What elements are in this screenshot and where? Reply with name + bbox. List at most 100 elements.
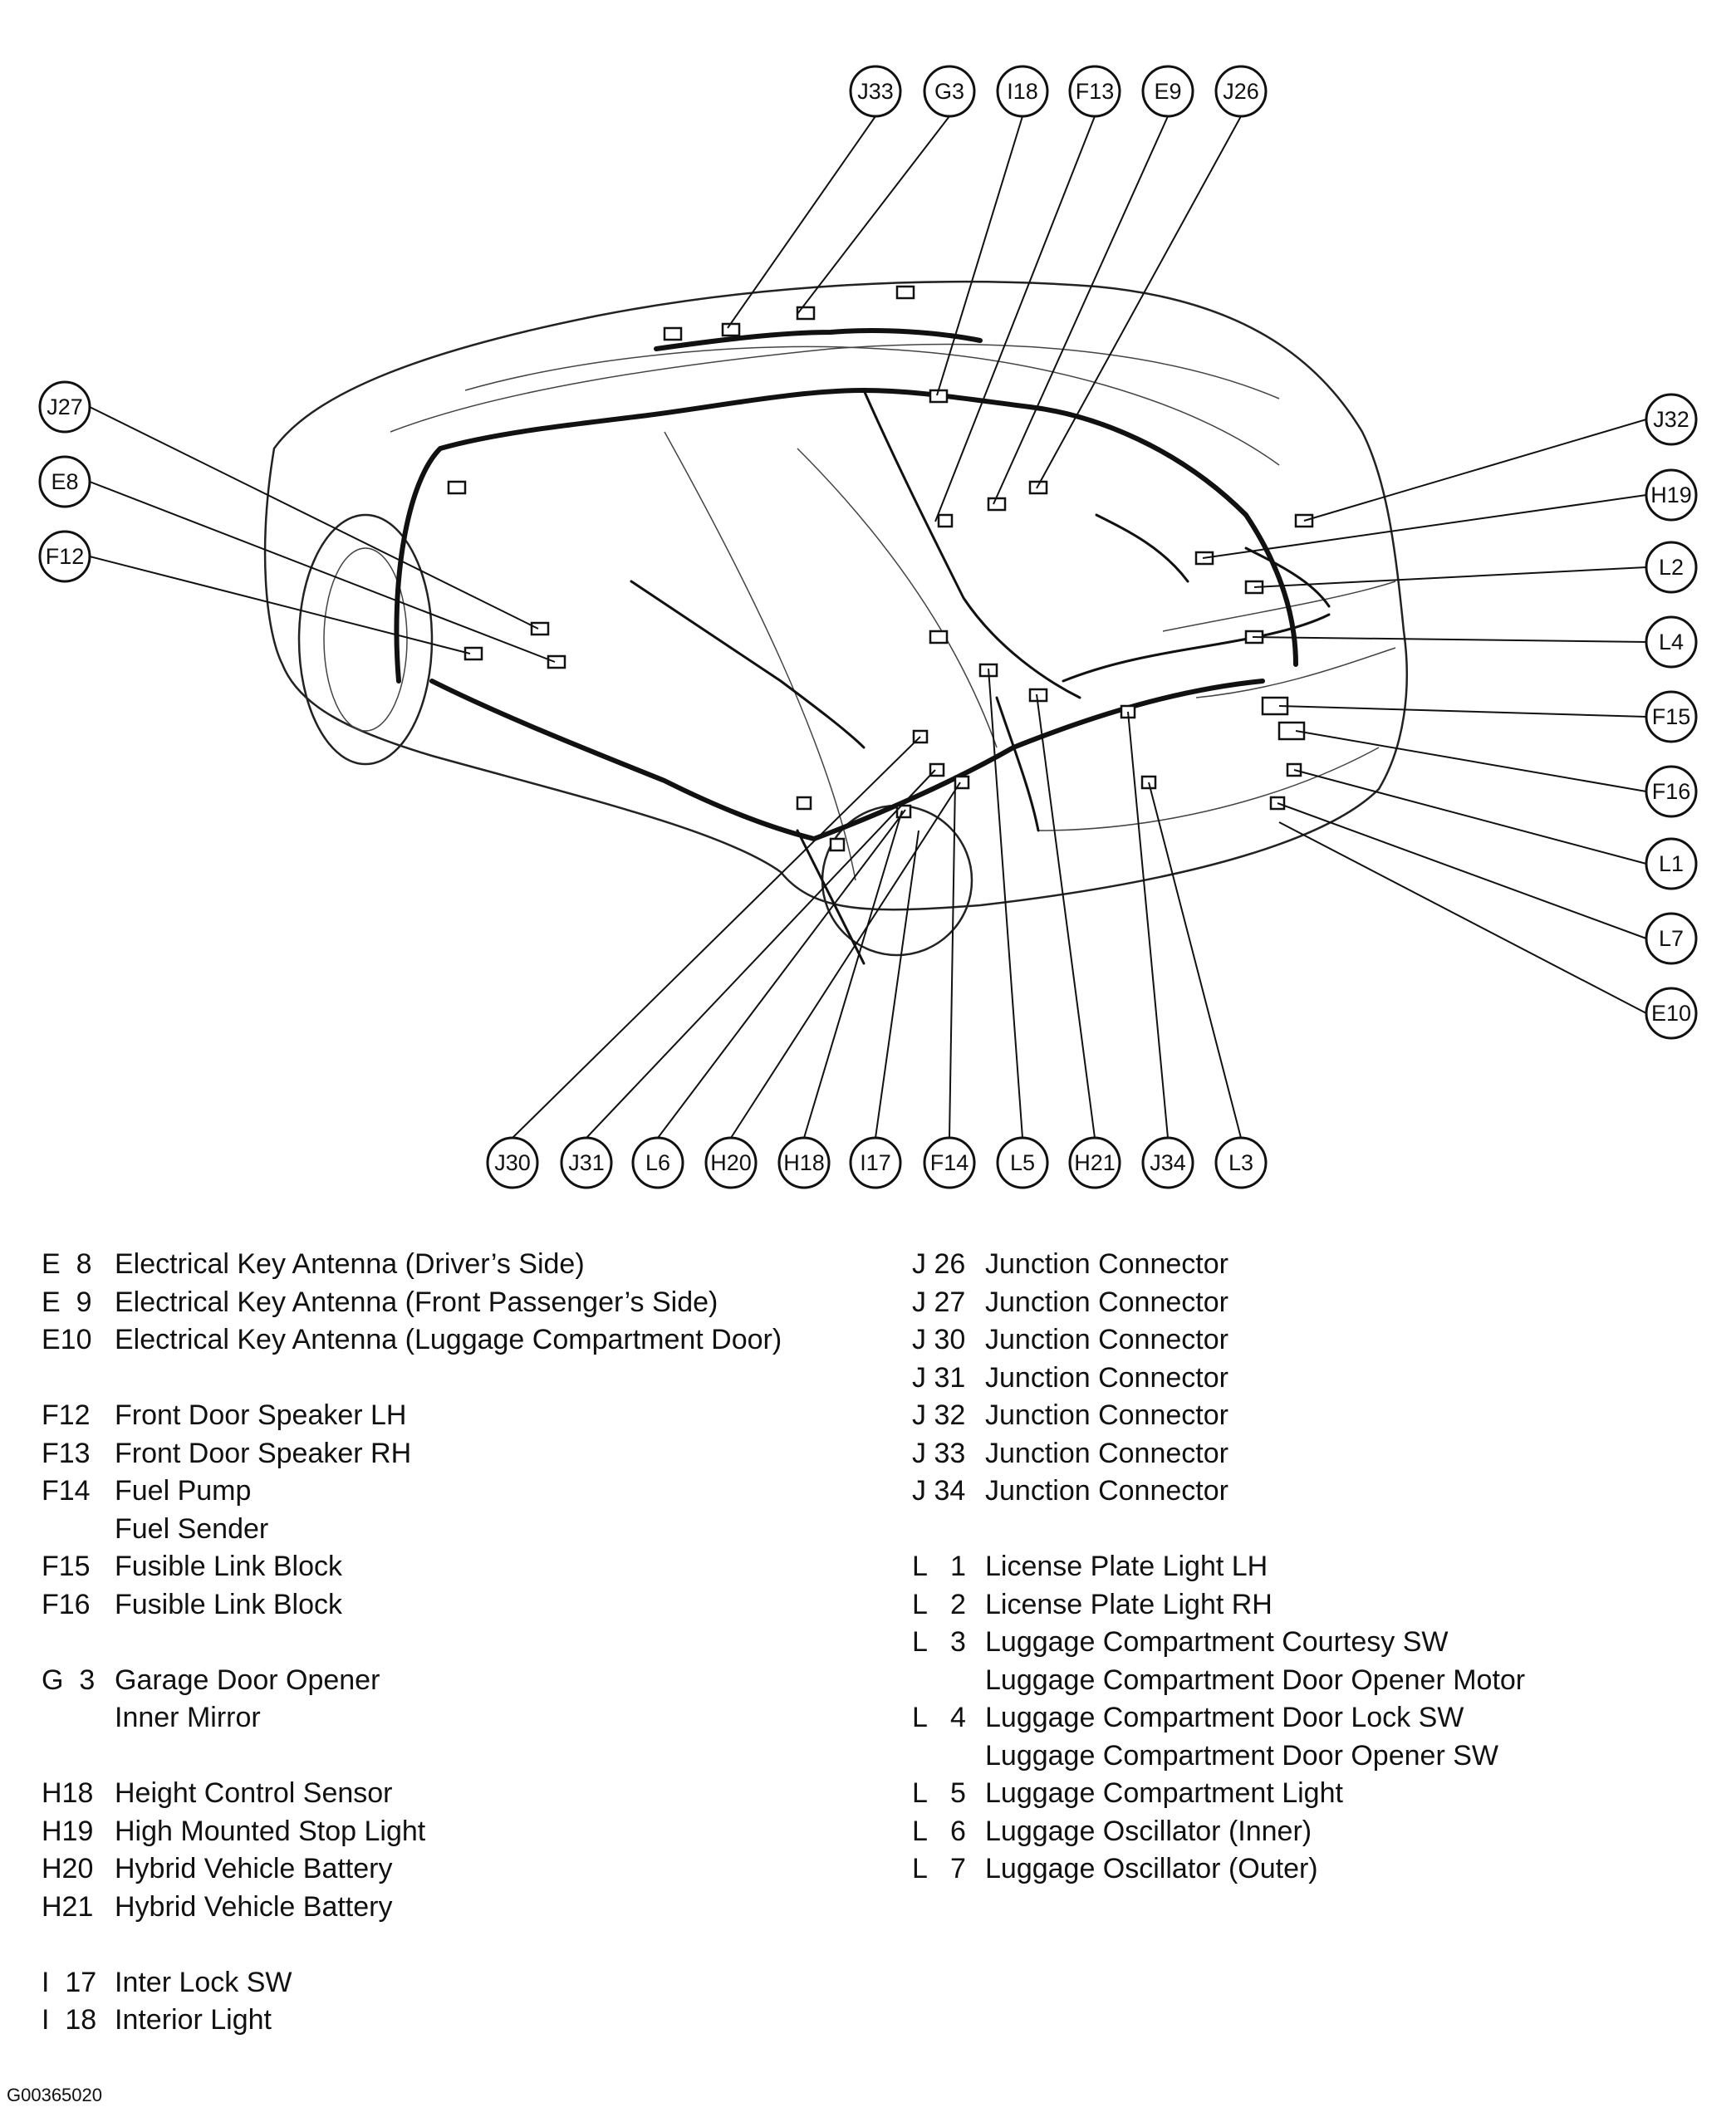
callout-j31: J31 xyxy=(560,1136,613,1189)
legend-description: Fusible Link Block xyxy=(115,1551,343,1582)
legend-code: F13 xyxy=(42,1437,91,1469)
legend-row: J 31 Junction Connector xyxy=(912,1360,1525,1398)
callout-j26: J26 xyxy=(1214,65,1268,118)
legend-description: Electrical Key Antenna (Driver’s Side) xyxy=(115,1248,585,1280)
legend-description: Luggage Compartment Door Lock SW xyxy=(985,1702,1464,1733)
legend-row: Luggage Compartment Door Opener SW xyxy=(912,1737,1525,1776)
callout-l2: L2 xyxy=(1645,541,1698,594)
legend-row: H19 High Mounted Stop Light xyxy=(42,1813,782,1851)
legend-code: I 18 xyxy=(42,2004,97,2036)
svg-text:E10: E10 xyxy=(1651,1001,1691,1026)
legend-description: Junction Connector xyxy=(985,1361,1228,1394)
legend-code: F15 xyxy=(42,1551,91,1582)
legend-code: F14 xyxy=(42,1475,91,1507)
callout-j27: J27 xyxy=(38,380,91,434)
legend-code: J 32 xyxy=(912,1399,966,1431)
legend-row: H21 Hybrid Vehicle Battery xyxy=(42,1889,782,1927)
legend-code: H19 xyxy=(42,1815,94,1847)
callout-f14: F14 xyxy=(923,1136,976,1189)
legend-code: L 2 xyxy=(912,1588,966,1620)
callout-j32: J32 xyxy=(1645,393,1698,446)
legend-description: Fusible Link Block xyxy=(115,1588,343,1620)
legend-row: Luggage Compartment Door Opener Motor xyxy=(912,1662,1525,1700)
legend-code: H20 xyxy=(42,1853,94,1884)
legend-gap xyxy=(42,1360,782,1398)
legend-description: Inter Lock SW xyxy=(115,1966,292,1998)
legend-description: License Plate Light RH xyxy=(985,1588,1273,1620)
legend-description: Junction Connector xyxy=(985,1399,1228,1431)
callout-f12: F12 xyxy=(38,530,91,583)
legend-code: J 26 xyxy=(912,1248,966,1280)
legend-description: Fuel Pump xyxy=(115,1475,252,1507)
legend-code: J 33 xyxy=(912,1437,966,1469)
legend-description: Electrical Key Antenna (Front Passenger’… xyxy=(115,1286,718,1318)
legend-row: F15 Fusible Link Block xyxy=(42,1548,782,1586)
legend-code: F16 xyxy=(42,1588,91,1620)
legend-row: F13 Front Door Speaker RH xyxy=(42,1435,782,1473)
legend-description: Hybrid Vehicle Battery xyxy=(115,1890,393,1923)
svg-text:I18: I18 xyxy=(1007,79,1038,104)
callout-l3: L3 xyxy=(1214,1136,1268,1189)
legend-code: E 8 xyxy=(42,1248,92,1280)
callout-l6: L6 xyxy=(631,1136,684,1189)
legend-description: Luggage Compartment Courtesy SW xyxy=(985,1626,1449,1658)
legend-code: L 6 xyxy=(912,1815,966,1847)
leader-lines xyxy=(89,115,1647,1139)
callout-i17: I17 xyxy=(849,1136,902,1189)
legend-left: E 8 Electrical Key Antenna (Driver’s Side… xyxy=(42,1246,782,2040)
legend-description: Junction Connector xyxy=(985,1324,1228,1355)
legend-row: J 32 Junction Connector xyxy=(912,1397,1525,1435)
svg-text:F15: F15 xyxy=(1652,704,1691,729)
legend-description: Junction Connector xyxy=(985,1248,1228,1280)
legend-code: J 31 xyxy=(912,1361,966,1394)
legend-description: Garage Door Opener xyxy=(115,1664,380,1696)
legend-description: Fuel Sender xyxy=(115,1512,269,1545)
svg-text:J33: J33 xyxy=(857,79,894,104)
legend-description: Front Door Speaker RH xyxy=(115,1437,412,1469)
legend-code: L 7 xyxy=(912,1853,966,1884)
svg-text:L1: L1 xyxy=(1659,851,1684,876)
svg-text:H20: H20 xyxy=(710,1150,752,1175)
svg-text:H18: H18 xyxy=(783,1150,825,1175)
svg-text:F13: F13 xyxy=(1076,79,1115,104)
legend-description: Junction Connector xyxy=(985,1475,1228,1507)
legend-description: Luggage Oscillator (Inner) xyxy=(985,1815,1312,1847)
wiring-location-diagram: J33 G3 I18 F13 E9 J26 J27 E8 F12 J32 H19… xyxy=(38,65,1698,1189)
callout-l1: L1 xyxy=(1645,837,1698,890)
callout-j34: J34 xyxy=(1141,1136,1194,1189)
legend-row: J 26 Junction Connector xyxy=(912,1246,1525,1284)
legend-row: L 2 License Plate Light RH xyxy=(912,1586,1525,1625)
legend-description: Junction Connector xyxy=(985,1286,1228,1318)
legend-row: Inner Mirror xyxy=(42,1699,782,1737)
svg-text:J34: J34 xyxy=(1150,1150,1186,1175)
legend-description: Front Door Speaker LH xyxy=(115,1399,407,1431)
legend-code: E 9 xyxy=(42,1286,92,1318)
callout-g3: G3 xyxy=(923,65,976,118)
legend-description: Luggage Compartment Door Opener SW xyxy=(985,1739,1498,1772)
legend-code: L 1 xyxy=(912,1551,966,1582)
legend-description: License Plate Light LH xyxy=(985,1551,1268,1582)
legend-row: F14 Fuel Pump xyxy=(42,1473,782,1511)
callout-i18: I18 xyxy=(996,65,1049,118)
svg-text:J26: J26 xyxy=(1223,79,1259,104)
legend-code xyxy=(42,1699,115,1737)
legend-description: High Mounted Stop Light xyxy=(115,1815,426,1847)
car-body-outline xyxy=(263,280,1408,957)
legend-code: L 4 xyxy=(912,1702,966,1733)
legend-row: L 4 Luggage Compartment Door Lock SW xyxy=(912,1699,1525,1737)
svg-text:J30: J30 xyxy=(494,1150,531,1175)
svg-text:F16: F16 xyxy=(1652,779,1691,804)
svg-text:G3: G3 xyxy=(934,79,964,104)
legend-code: J 27 xyxy=(912,1286,966,1318)
figure-id: G00365020 xyxy=(7,2085,102,2105)
legend-code: H21 xyxy=(42,1890,94,1923)
legend-row: Fuel Sender xyxy=(42,1511,782,1549)
callout-h20: H20 xyxy=(704,1136,758,1189)
callout-h21: H21 xyxy=(1068,1136,1121,1189)
legend-description: Interior Light xyxy=(115,2004,272,2036)
legend-code: E10 xyxy=(42,1324,92,1355)
legend-code: I 17 xyxy=(42,1966,97,1998)
